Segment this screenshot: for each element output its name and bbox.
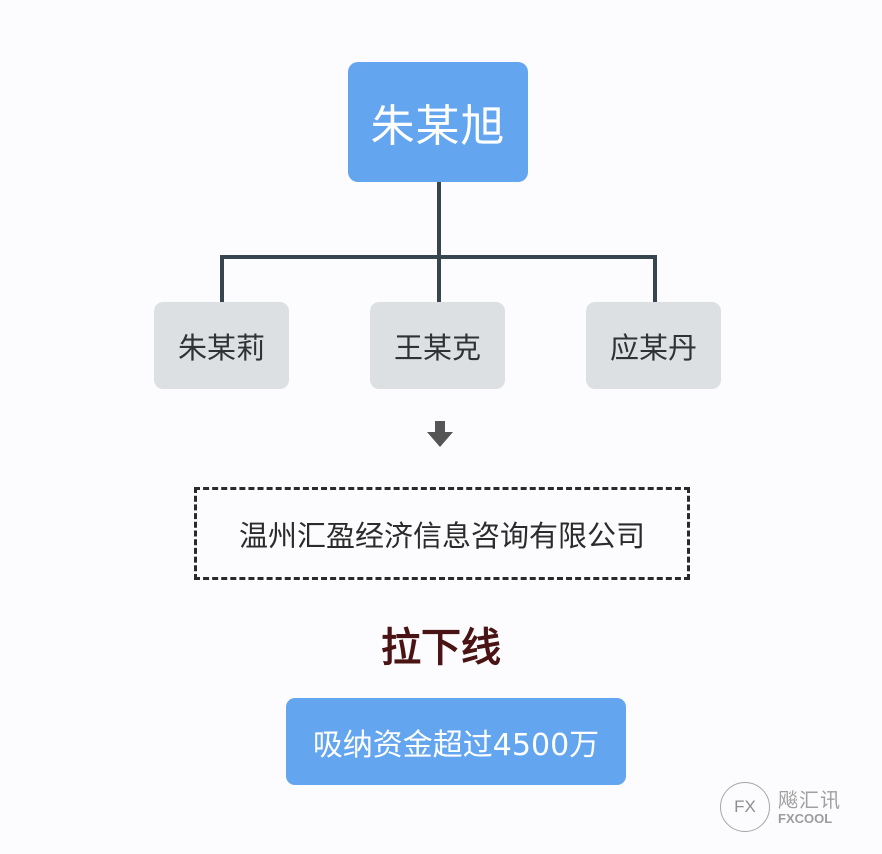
company-box: 温州汇盈经济信息咨询有限公司 xyxy=(194,487,690,580)
root-node-label: 朱某旭 xyxy=(370,101,506,152)
watermark-logo-icon: FX xyxy=(720,782,770,832)
connector-child-2 xyxy=(437,255,441,302)
company-label: 温州汇盈经济信息咨询有限公司 xyxy=(238,518,645,553)
child-node-2: 王某克 xyxy=(370,302,505,389)
child-node-label: 朱某莉 xyxy=(177,330,265,365)
child-node-label: 王某克 xyxy=(393,330,481,365)
headline-label: 拉下线 xyxy=(381,625,501,671)
result-label: 吸纳资金超过4500万 xyxy=(312,727,600,763)
connector-child-3 xyxy=(653,255,657,302)
watermark-logo-text: FX xyxy=(734,797,756,816)
connector-child-1 xyxy=(220,255,224,302)
child-node-1: 朱某莉 xyxy=(154,302,289,389)
result-box: 吸纳资金超过4500万 xyxy=(286,698,626,785)
child-node-label: 应某丹 xyxy=(609,330,697,365)
watermark-text: 飚汇讯 FXCOOL xyxy=(778,790,841,825)
arrow-down-icon xyxy=(426,420,454,448)
watermark-name-cn: 飚汇讯 xyxy=(778,787,841,812)
watermark: FX 飚汇讯 FXCOOL xyxy=(720,780,870,834)
child-node-3: 应某丹 xyxy=(586,302,721,389)
connector-root-vertical xyxy=(437,182,441,259)
root-node: 朱某旭 xyxy=(348,62,528,182)
watermark-name-en: FXCOOL xyxy=(778,810,833,826)
